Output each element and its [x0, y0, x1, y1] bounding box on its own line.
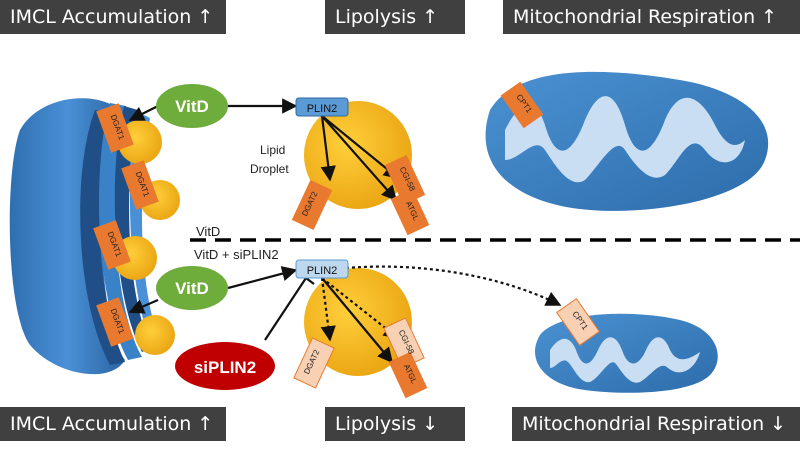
banner-mito-respiration-bottom: Mitochondrial Respiration ↓	[512, 407, 800, 441]
banner-mito-respiration-top: Mitochondrial Respiration ↑	[503, 0, 800, 34]
plin2-label-bottom: PLIN2	[307, 265, 338, 277]
tags	[93, 81, 600, 399]
lipid-droplet-label-line2: Droplet	[250, 162, 289, 176]
siplin2-ellipse	[175, 342, 275, 390]
vitd-label-top: VitD	[175, 97, 209, 116]
siplin2-label: siPLIN2	[194, 358, 256, 377]
banner-imcl-accumulation-bottom: IMCL Accumulation ↑	[0, 407, 226, 441]
banner-lipolysis-top: Lipolysis ↑	[325, 0, 465, 34]
condition-label-bottom: VitD + siPLIN2	[194, 247, 279, 262]
plin2-label-top: PLIN2	[307, 103, 338, 115]
vitd-ellipse-bottom	[156, 266, 228, 310]
arrows-bottom	[128, 265, 562, 364]
plin2-box-top	[295, 97, 349, 117]
banner-imcl-accumulation-top: IMCL Accumulation ↑	[0, 0, 226, 34]
mitochondrion-top	[485, 71, 769, 211]
er-stack	[9, 98, 160, 375]
lipid-droplet-label-line1: Lipid	[260, 143, 285, 157]
lipid-droplet-top	[304, 101, 412, 209]
banner-lipolysis-bottom: Lipolysis ↓	[325, 407, 465, 441]
er-lipid-droplets	[113, 120, 180, 355]
plin2-box-bottom	[295, 259, 349, 279]
vitd-ellipse-top	[156, 84, 228, 128]
vitd-label-bottom: VitD	[175, 279, 209, 298]
condition-label-top: VitD	[196, 224, 220, 239]
mitochondrion-bottom	[535, 313, 718, 393]
arrows-top	[128, 98, 400, 202]
